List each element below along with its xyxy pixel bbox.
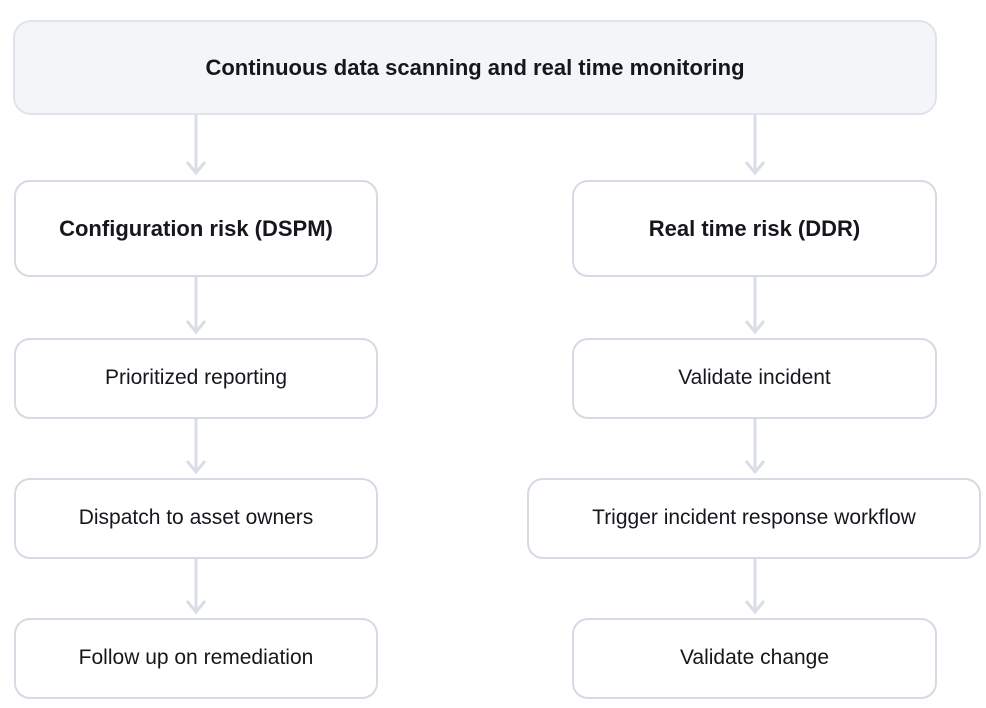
arrow-down-icon — [185, 277, 207, 335]
node-follow-up-on-remediation: Follow up on remediation — [14, 618, 378, 699]
node-configuration-risk-dspm: Configuration risk (DSPM) — [14, 180, 378, 277]
arrow-down-icon — [744, 419, 766, 475]
arrow-down-icon — [744, 115, 766, 176]
arrow-down-icon — [185, 559, 207, 615]
arrow-real-time-risk-to-validate-incident — [742, 277, 768, 338]
node-header-continuous-scanning: Continuous data scanning and real time m… — [13, 20, 937, 115]
arrow-down-icon — [744, 559, 766, 615]
arrow-down-icon — [744, 277, 766, 335]
arrow-header-to-configuration-risk — [183, 115, 209, 180]
arrow-down-icon — [185, 115, 207, 176]
arrow-validate-incident-to-trigger-workflow — [742, 419, 768, 478]
arrow-header-to-real-time-risk — [742, 115, 768, 180]
node-dispatch-to-asset-owners: Dispatch to asset owners — [14, 478, 378, 559]
node-prioritized-reporting: Prioritized reporting — [14, 338, 378, 419]
arrow-down-icon — [185, 419, 207, 475]
node-validate-change: Validate change — [572, 618, 937, 699]
node-validate-incident: Validate incident — [572, 338, 937, 419]
arrow-trigger-workflow-to-validate-change — [742, 559, 768, 618]
node-real-time-risk-ddr: Real time risk (DDR) — [572, 180, 937, 277]
node-trigger-incident-response-workflow: Trigger incident response workflow — [527, 478, 981, 559]
arrow-configuration-risk-to-prioritized-reporting — [183, 277, 209, 338]
arrow-dispatch-to-follow-up — [183, 559, 209, 618]
arrow-prioritized-reporting-to-dispatch — [183, 419, 209, 478]
